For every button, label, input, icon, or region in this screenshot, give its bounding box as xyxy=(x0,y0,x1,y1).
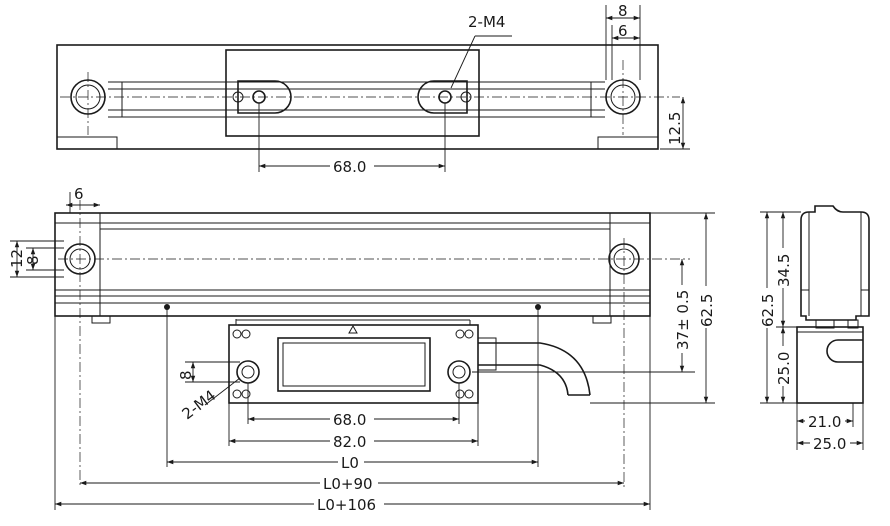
scale-body xyxy=(54,212,651,317)
front-dim-8-left: 8 xyxy=(24,255,42,265)
head-hole xyxy=(447,360,471,384)
side-profile-upper xyxy=(800,205,870,321)
reading-head-top xyxy=(225,49,480,137)
label-backing xyxy=(758,288,776,328)
top-dim-12-5: 12.5 xyxy=(666,112,684,145)
mount-tab xyxy=(592,315,612,324)
label-backing xyxy=(805,412,845,430)
side-dim-62-5: 62.5 xyxy=(759,294,777,327)
head-screws xyxy=(232,329,474,399)
front-dim-12: 12 xyxy=(8,249,26,268)
front-dim-6: 6 xyxy=(74,185,84,203)
front-dim-82: 82.0 xyxy=(333,433,366,451)
head-hole-inner xyxy=(452,365,466,379)
front-label-2m4: 2-M4 xyxy=(179,386,220,423)
screw xyxy=(241,329,251,339)
side-profile-lower xyxy=(796,326,864,404)
label-backing xyxy=(774,346,792,386)
front-dim-8-reader: 8 xyxy=(177,370,195,380)
side-dim-34-5: 34.5 xyxy=(775,254,793,287)
top-dim-6: 6 xyxy=(618,22,628,40)
side-slot xyxy=(826,339,863,363)
top-label-2m4: 2-M4 xyxy=(468,13,505,31)
front-view: 6 12 8 8 2-M4 37± 0.5 62.5 68.0 xyxy=(8,185,716,514)
reader-window-inner xyxy=(282,342,426,387)
label-backing xyxy=(697,286,715,328)
mount-tab xyxy=(91,315,111,324)
triangle-mark xyxy=(348,324,358,334)
top-view-foot-right xyxy=(597,136,658,149)
front-dim-l0: L0 xyxy=(341,454,359,472)
screw xyxy=(455,389,465,399)
side-dim-25-h: 25.0 xyxy=(813,435,846,453)
side-dim-25-v: 25.0 xyxy=(775,352,793,385)
label-backing xyxy=(330,432,374,450)
head-hole xyxy=(236,360,260,384)
label-backing xyxy=(330,157,374,175)
side-view: 62.5 34.5 25.0 21.0 25.0 xyxy=(758,205,870,453)
side-clip xyxy=(847,319,859,329)
screw xyxy=(455,329,465,339)
reading-head xyxy=(228,324,479,404)
screw xyxy=(241,389,251,399)
front-dim-l0-90: L0+90 xyxy=(323,475,373,493)
cable xyxy=(478,342,591,396)
slot-left xyxy=(237,80,292,114)
leader-line xyxy=(450,35,476,89)
slot-right xyxy=(417,80,468,114)
top-view-foot-left xyxy=(57,136,118,149)
label-backing xyxy=(774,248,792,288)
label-backing xyxy=(314,495,384,513)
front-dim-68: 68.0 xyxy=(333,411,366,429)
head-hole-inner xyxy=(241,365,255,379)
screw-hole xyxy=(232,91,244,103)
label-backing xyxy=(810,434,850,452)
front-dim-l0-106: L0+106 xyxy=(317,496,376,514)
front-dim-62-5: 62.5 xyxy=(698,294,716,327)
reader-window xyxy=(277,337,431,392)
screw xyxy=(464,329,474,339)
screw-hole xyxy=(460,91,472,103)
label-backing xyxy=(338,453,364,471)
leader-line xyxy=(204,377,241,406)
top-dim-8: 8 xyxy=(618,2,628,20)
screw xyxy=(232,389,242,399)
label-backing xyxy=(330,410,374,428)
top-dim-68: 68.0 xyxy=(333,158,366,176)
top-view: 2-M4 8 6 12.5 68.0 xyxy=(56,2,690,176)
cable-gland xyxy=(478,337,497,371)
front-dim-37: 37± 0.5 xyxy=(674,290,692,350)
label-backing xyxy=(673,285,691,353)
label-backing xyxy=(320,474,378,492)
screw xyxy=(464,389,474,399)
screw xyxy=(232,329,242,339)
side-dim-21: 21.0 xyxy=(808,413,841,431)
cable xyxy=(478,364,569,396)
side-clip xyxy=(815,319,835,329)
